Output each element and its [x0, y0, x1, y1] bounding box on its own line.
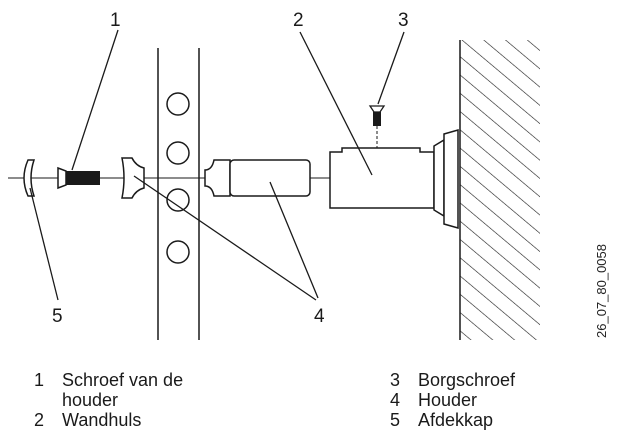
legend-item: 1 Schroef van de houder [34, 370, 284, 410]
legend-item: 3 Borgschroef [390, 370, 600, 390]
cover-cap [23, 159, 36, 197]
callout-1: 1 [110, 10, 121, 31]
rail-hole [166, 141, 190, 165]
legend-number: 1 [34, 370, 45, 390]
legend-number: 5 [390, 410, 401, 430]
legend-text: Wandhuls [62, 410, 142, 430]
legend-item: 4 Houder [390, 390, 600, 410]
legend-text: Afdekkap [418, 410, 494, 430]
leader-line-4b [269, 181, 319, 299]
callout-5: 5 [52, 306, 63, 327]
wall-sleeve [329, 129, 459, 229]
leader-line-4a [133, 175, 317, 301]
holder-left-part [121, 157, 145, 199]
holder [204, 159, 330, 197]
legend-text: Schroef van de houder [62, 370, 184, 410]
callout-2: 2 [293, 10, 304, 31]
leader-line-5 [29, 187, 59, 301]
perforated-rail [157, 48, 200, 340]
callout-4: 4 [314, 306, 325, 327]
legend-text: Borgschroef [418, 370, 516, 390]
legend-left-column: 1 Schroef van de houder 2 Wandhuls [34, 370, 284, 430]
legend-item: 2 Wandhuls [34, 410, 284, 430]
leader-line-3 [377, 31, 405, 105]
holder-screw [57, 166, 100, 190]
legend-number: 2 [34, 410, 45, 430]
locking-screw [368, 105, 386, 148]
legend-item: 5 Afdekkap [390, 410, 600, 430]
rail-hole [166, 240, 190, 264]
callout-3: 3 [398, 10, 409, 31]
drawing-code: 26_07_80_0058 [594, 244, 609, 338]
legend-number: 3 [390, 370, 401, 390]
rail-hole [166, 92, 190, 116]
leader-line-1 [71, 29, 119, 171]
legend-right-column: 3 Borgschroef 4 Houder 5 Afdekkap [390, 370, 600, 430]
leader-line-2 [299, 31, 373, 176]
wall [459, 40, 540, 340]
legend-number: 4 [390, 390, 401, 410]
rail-hole [166, 188, 190, 212]
legend-text: Houder [418, 390, 478, 410]
